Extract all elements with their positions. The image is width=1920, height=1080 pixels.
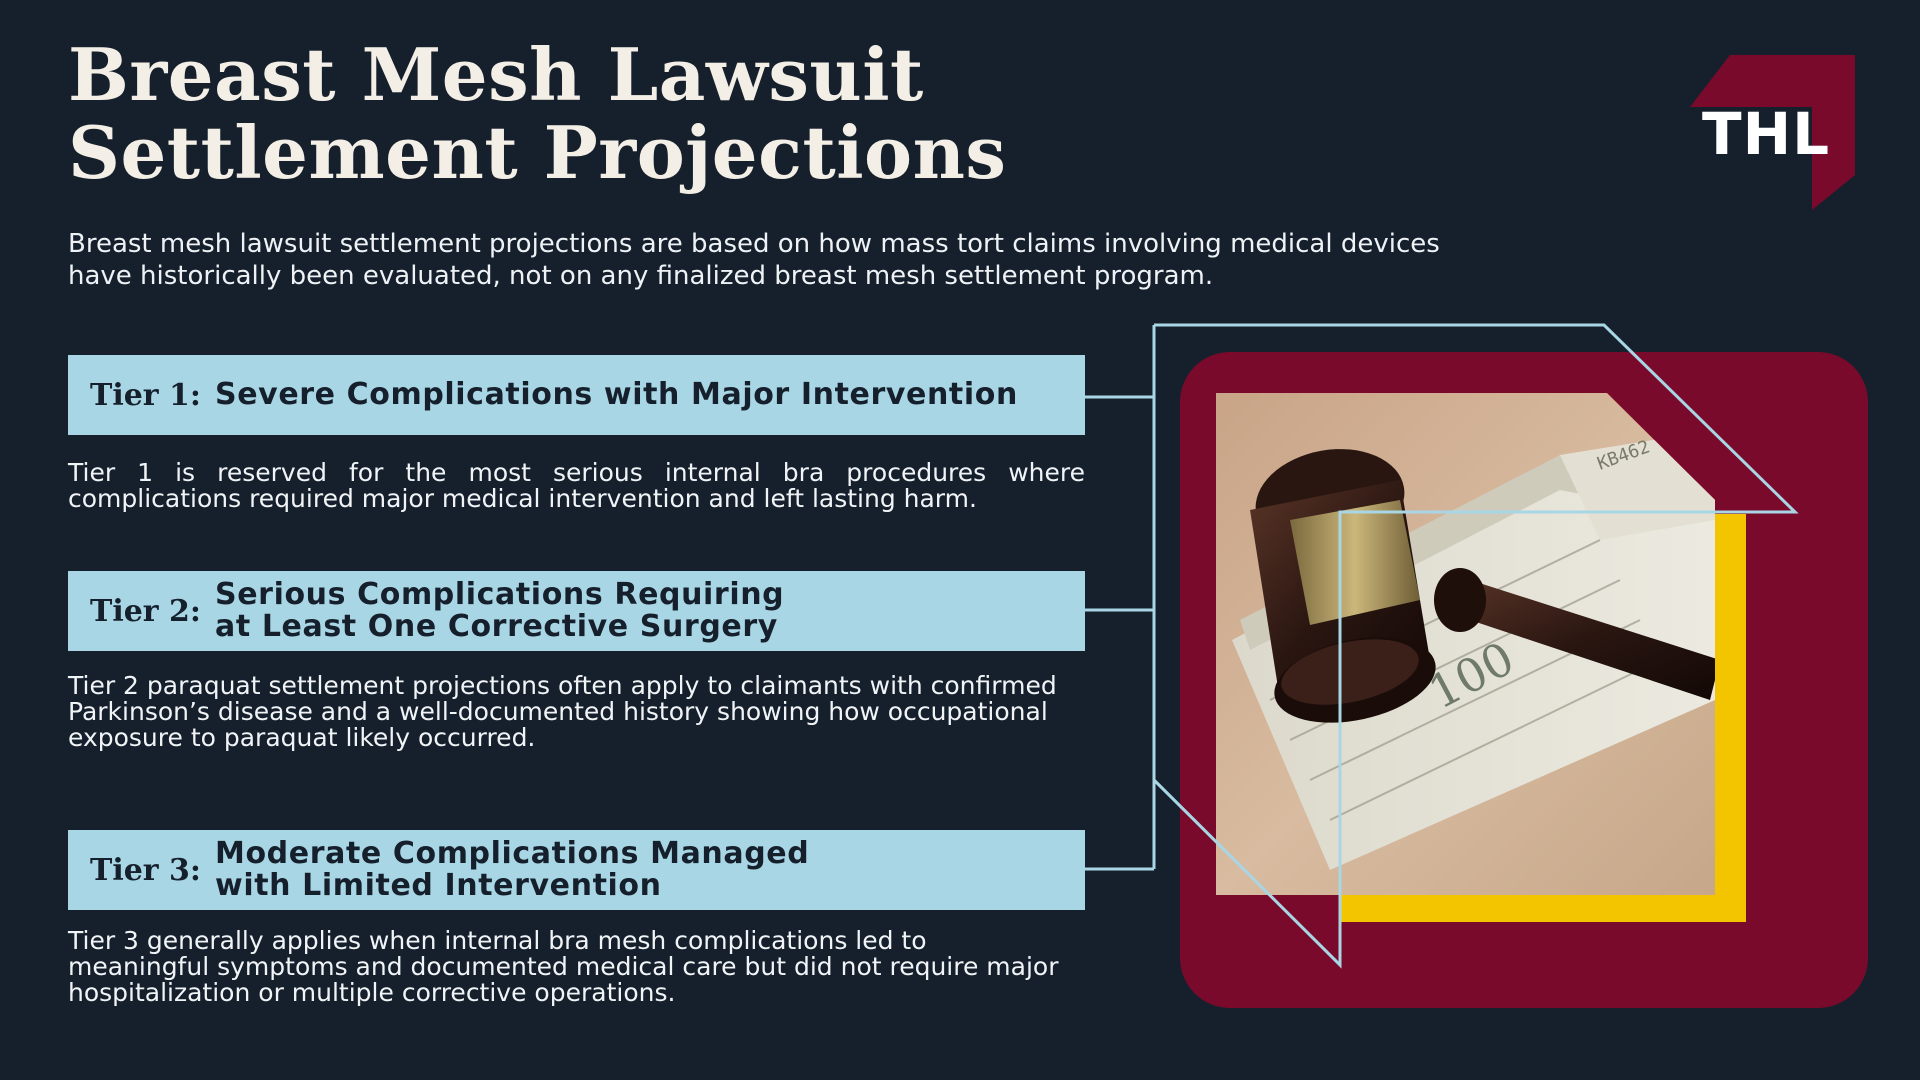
- maroon-panel: [1180, 352, 1868, 1008]
- tier-1-title-line-1: Severe Complications with Major Interven…: [215, 377, 1018, 412]
- tier-2-title-line-1: Serious Complications Requiring: [215, 577, 785, 612]
- tier-3-header: Tier 3: Moderate Complications Managed w…: [68, 830, 1085, 910]
- tier-2-title-line-2: at Least One Corrective Surgery: [215, 609, 778, 644]
- tier-2-description: Tier 2 paraquat settlement projections o…: [68, 671, 1057, 752]
- title-line-2: Settlement Projections: [68, 110, 1007, 195]
- svg-text:100: 100: [1420, 631, 1523, 720]
- tier-3-description: Tier 3 generally applies when internal b…: [68, 926, 1059, 1007]
- tier-3-title: Moderate Complications Managed with Limi…: [215, 838, 809, 902]
- tier-2-label: Tier 2:: [90, 593, 202, 629]
- tier-3-title-line-2: with Limited Intervention: [215, 868, 662, 903]
- gavel-on-money-photo-icon: 100 KB462: [1216, 393, 1715, 895]
- tier-1-description: Tier 1 is reserved for the most serious …: [68, 458, 1085, 513]
- svg-text:KB462: KB462: [1595, 436, 1653, 474]
- connector-lines: [1085, 323, 1799, 969]
- tier-3-title-line-1: Moderate Complications Managed: [215, 836, 810, 871]
- tier-1-label: Tier 1:: [90, 377, 202, 413]
- tier-2-header: Tier 2: Serious Complications Requiring …: [68, 571, 1085, 651]
- page-title: Breast Mesh Lawsuit Settlement Projectio…: [68, 36, 1006, 192]
- tier-1-title: Severe Complications with Major Interven…: [215, 379, 1018, 411]
- thl-logo-icon: [1690, 55, 1855, 210]
- title-line-1: Breast Mesh Lawsuit: [68, 32, 924, 117]
- intro-text: Breast mesh lawsuit settlement projectio…: [68, 229, 1440, 291]
- gold-accent: [1340, 514, 1746, 922]
- tier-2-title: Serious Complications Requiring at Least…: [215, 579, 784, 643]
- tier-3-label: Tier 3:: [90, 852, 202, 888]
- logo-text: THL: [1702, 100, 1831, 168]
- tier-1-header: Tier 1: Severe Complications with Major …: [68, 355, 1085, 435]
